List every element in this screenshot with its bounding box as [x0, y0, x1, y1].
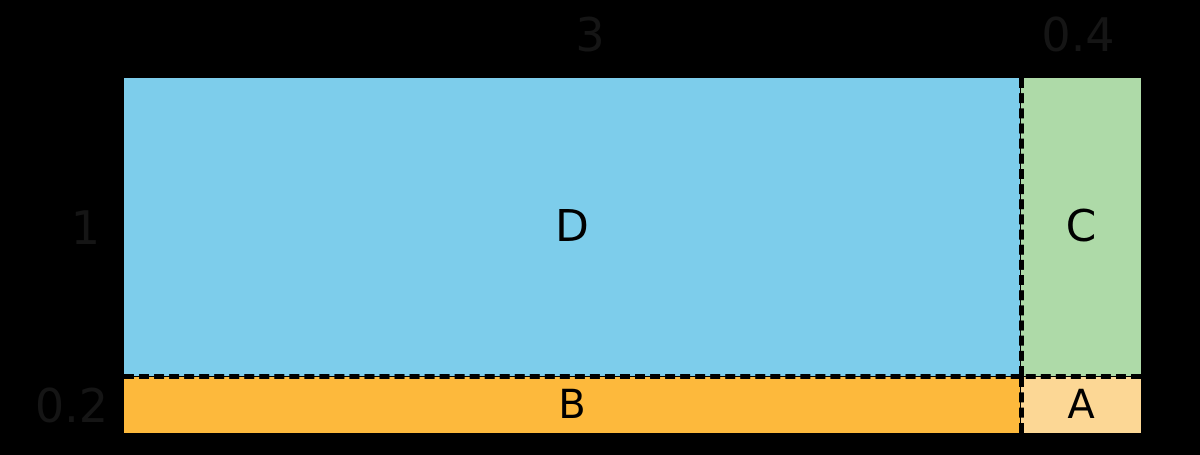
dimension-label-top-right-width: 0.4 — [1041, 8, 1115, 62]
block-d: D — [124, 78, 1020, 376]
block-c-label: C — [1065, 201, 1097, 252]
block-a-label: A — [1067, 382, 1095, 428]
dimension-label-left-upper-height: 1 — [70, 201, 100, 255]
dimension-label-left-lower-height: 0.2 — [34, 379, 108, 433]
block-a: A — [1021, 377, 1141, 433]
block-c: C — [1021, 78, 1141, 376]
dimension-label-top-width: 3 — [575, 8, 605, 62]
block-b: B — [124, 377, 1020, 433]
block-d-label: D — [555, 201, 589, 252]
block-b-label: B — [558, 382, 586, 428]
